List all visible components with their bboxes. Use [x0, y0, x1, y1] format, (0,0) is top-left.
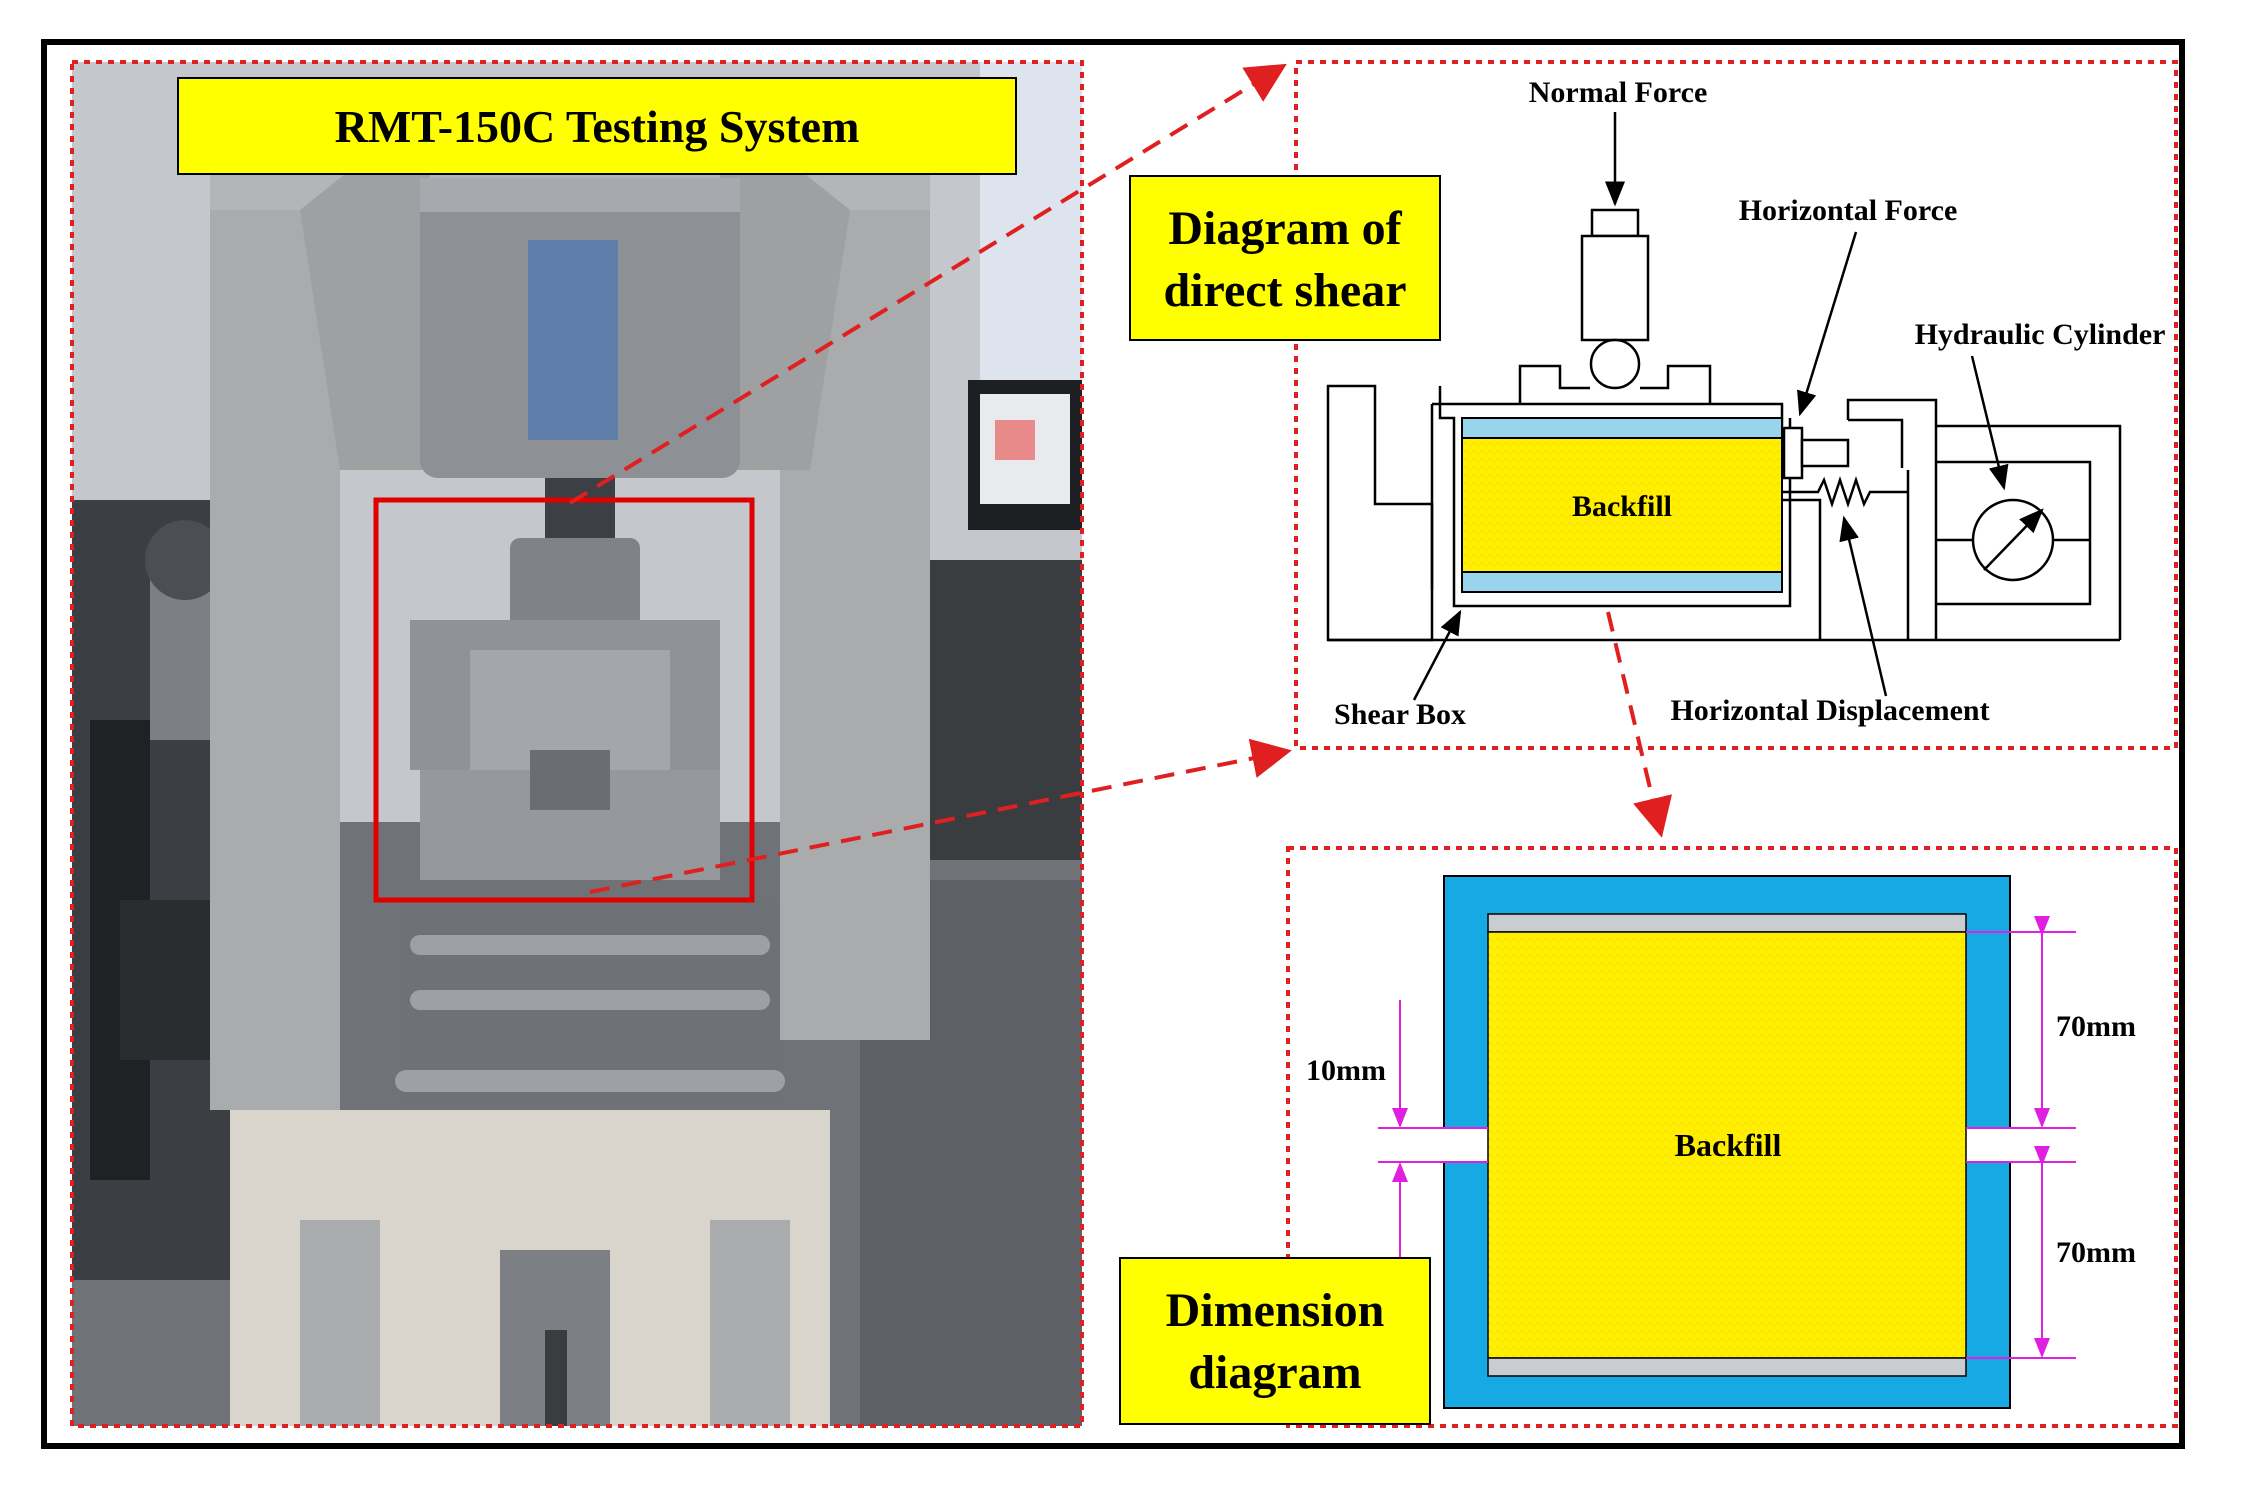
- label-normal-force: Normal Force: [1529, 76, 1708, 109]
- actuator-rod: [545, 1330, 567, 1426]
- shear-box-outline: [1438, 386, 1792, 608]
- dimension-gap-left: [1378, 1128, 1488, 1162]
- shear-box-arrow: [1412, 609, 1462, 701]
- shear-diagram-panel: Diagram of direct shear Normal Force Bac…: [1129, 60, 2178, 750]
- machine-stand-left: [300, 1220, 380, 1426]
- connector-arrow-down: [1606, 611, 1673, 838]
- dimension-title-line2: diagram: [1188, 1346, 1361, 1399]
- hydraulic-cylinder-arrow: [1970, 355, 2009, 491]
- loading-ball: [1589, 338, 1641, 390]
- clamp-block: [530, 750, 610, 810]
- connector-arrow-bottom: [589, 738, 1292, 894]
- piston-rod: [545, 478, 615, 538]
- gauge-wheel: [145, 520, 225, 600]
- dimension-top-plate: [1487, 913, 1967, 933]
- machine-stand-right: [710, 1220, 790, 1426]
- shear-title-line1: Diagram of: [1168, 202, 1402, 255]
- photo-title: RMT-150C Testing System: [335, 101, 860, 152]
- shear-box-top-plate: [1461, 417, 1783, 439]
- load-cell-label: [528, 240, 618, 440]
- spring-icon: [1782, 476, 1908, 508]
- label-horizontal-force: Horizontal Force: [1739, 194, 1958, 227]
- dim-top-label: 70mm: [2056, 1010, 2136, 1043]
- machine-left-guard: [300, 170, 430, 470]
- dimension-backfill-label: Backfill: [1675, 1127, 1782, 1163]
- shear-title-line2: direct shear: [1163, 264, 1406, 317]
- horizontal-force-arrow: [1797, 231, 1858, 417]
- shear-box-backfill: [1461, 437, 1783, 573]
- load-cell-band: [420, 178, 740, 212]
- roller-3: [395, 1070, 785, 1092]
- machine-right-guard: [720, 170, 850, 470]
- top-loading-cap-right: [1640, 364, 1712, 404]
- label-hydraulic-cylinder: Hydraulic Cylinder: [1915, 318, 2166, 351]
- top-loading-cap: [1518, 364, 1590, 404]
- desk: [900, 560, 1082, 860]
- photo-panel: RMT-150C Testing System: [70, 60, 1084, 1428]
- dim-gap-label: 10mm: [1306, 1054, 1386, 1087]
- shear-backfill-label: Backfill: [1572, 490, 1672, 523]
- upper-frame-line: [1430, 402, 1784, 590]
- displacement-bracket: [1782, 470, 1910, 640]
- shear-box-bottom-plate: [1461, 571, 1783, 593]
- monitor-chart: [995, 420, 1035, 460]
- highlight-box: [373, 497, 755, 903]
- roller-1: [410, 935, 770, 955]
- horizontal-displacement-arrow: [1839, 515, 1888, 697]
- shear-title-box: [1129, 175, 1441, 341]
- dimension-title-box: [1119, 1257, 1431, 1425]
- loading-piston: [1580, 234, 1650, 342]
- dimension-diagram-panel: Backfill 70mm 70mm 10mm Dimension diagra…: [1119, 846, 2178, 1428]
- dimension-gap-right: [1966, 1128, 2076, 1162]
- label-shear-box: Shear Box: [1334, 698, 1466, 731]
- horizontal-piston-head: [1782, 426, 1804, 480]
- horizontal-piston-rod: [1800, 438, 1850, 468]
- dimension-backfill: [1487, 931, 1967, 1359]
- actuator-housing: [1846, 398, 1938, 640]
- shear-panel-border: [1294, 60, 2178, 750]
- roller-2: [410, 990, 770, 1010]
- photo-title-box: [177, 77, 1017, 175]
- dimension-bottom-plate: [1487, 1357, 1967, 1377]
- loading-piston-top: [1590, 208, 1640, 238]
- label-horizontal-displacement: Horizontal Displacement: [1670, 694, 1989, 727]
- dim-bottom-label: 70mm: [2056, 1236, 2136, 1269]
- photo-panel-border: [70, 60, 1084, 1428]
- dimension-panel-border: [1286, 846, 2178, 1428]
- connector-arrow-top: [568, 63, 1287, 505]
- gauge-needle: [1983, 508, 2044, 571]
- cylinder-housing: [1936, 424, 2122, 640]
- dimension-title-line1: Dimension: [1166, 1284, 1385, 1337]
